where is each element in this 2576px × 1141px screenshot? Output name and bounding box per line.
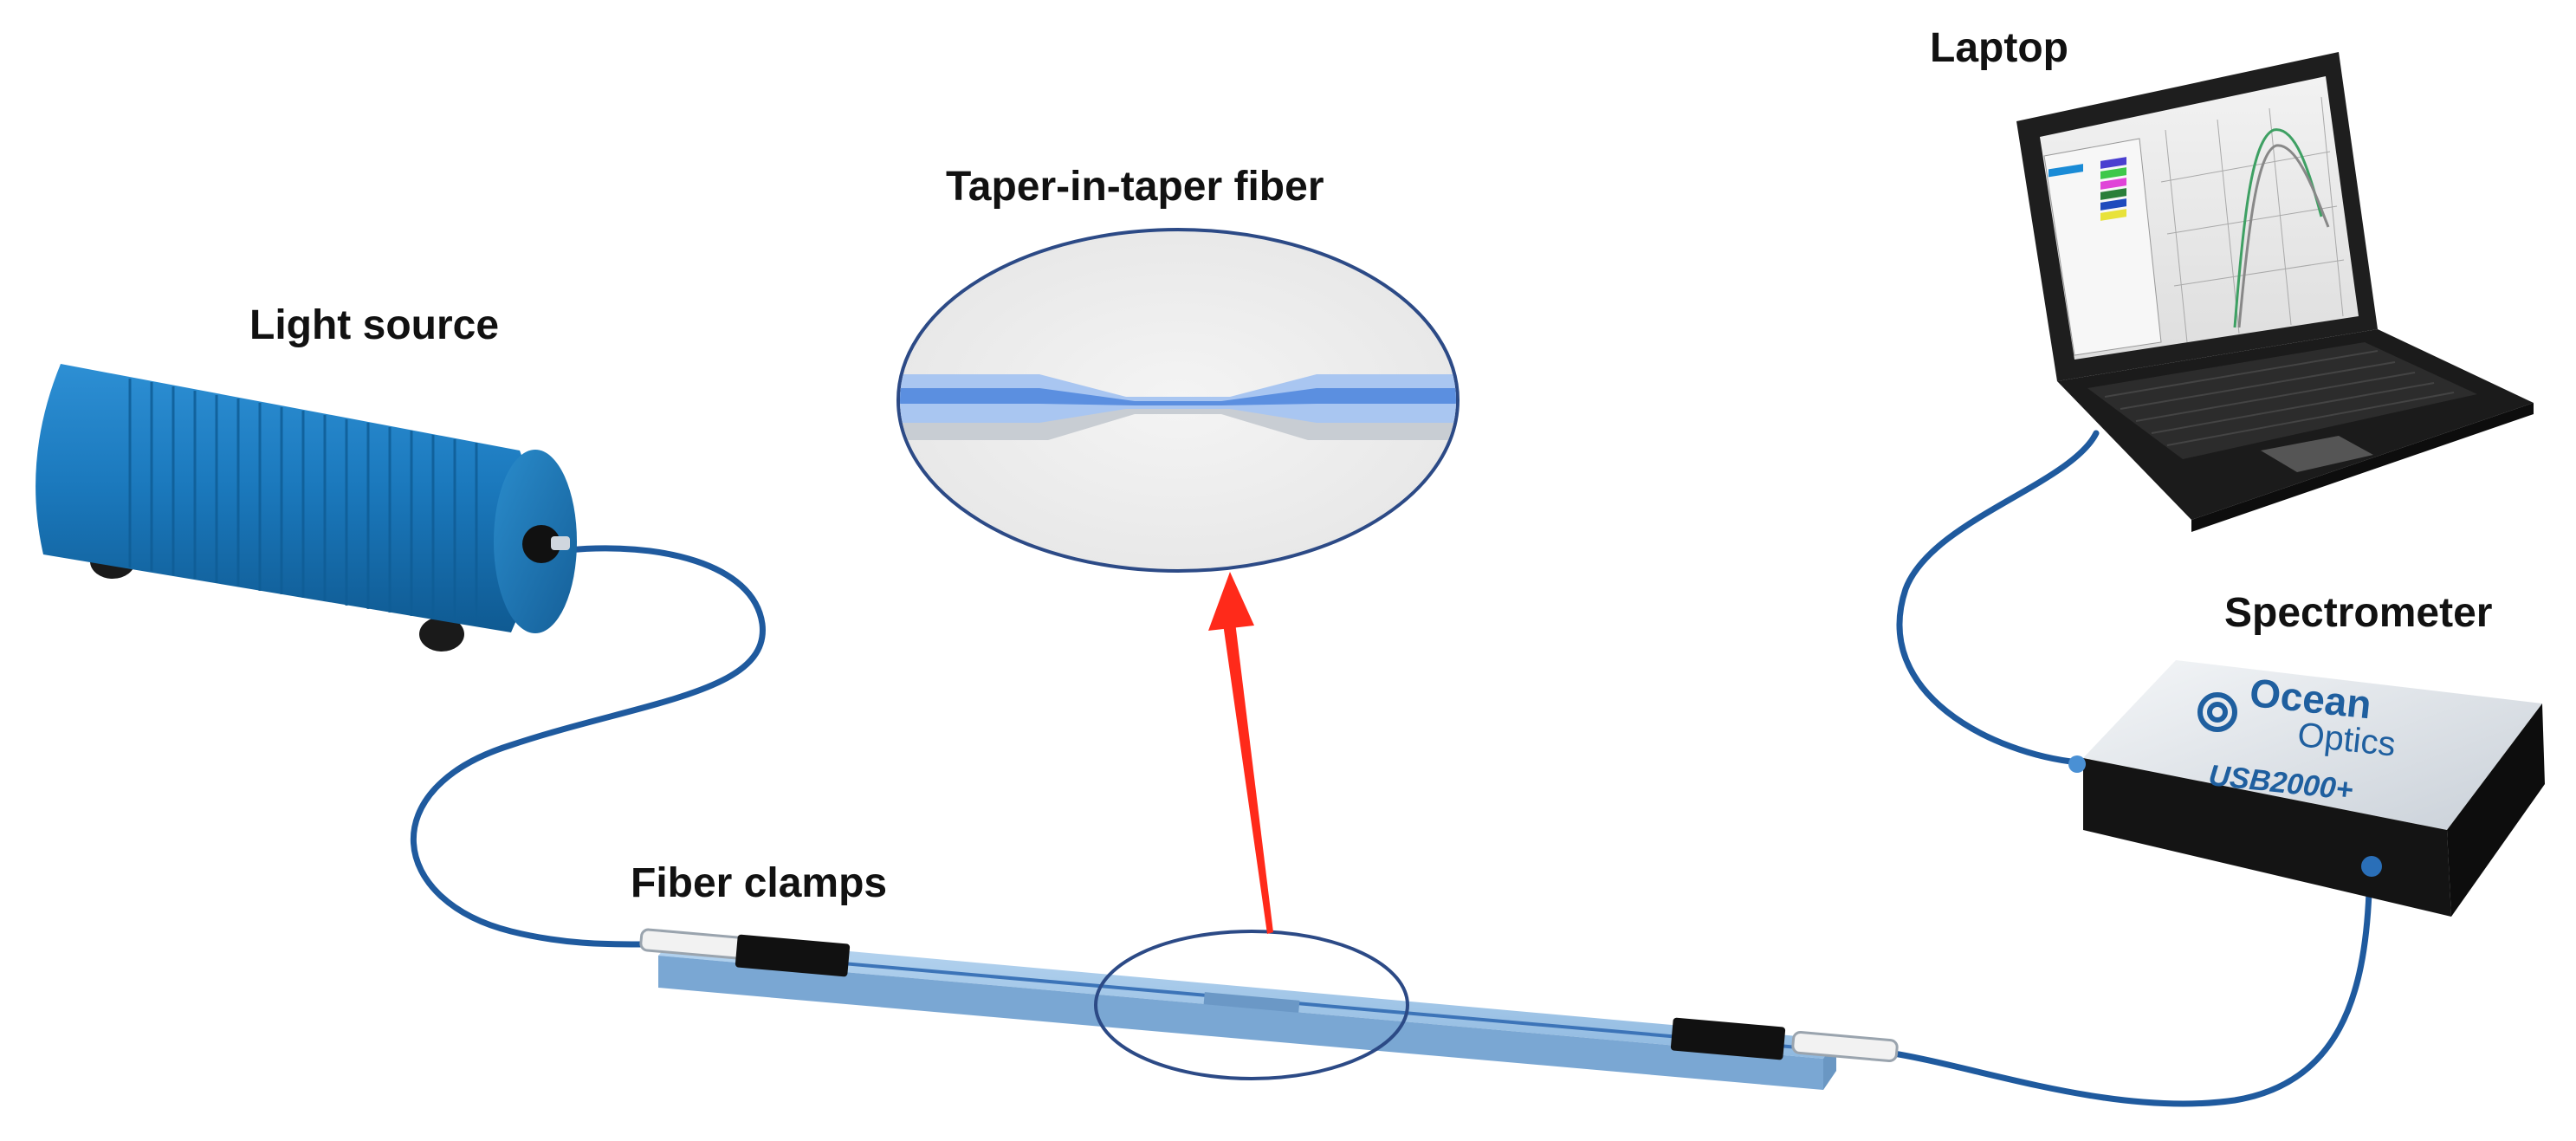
light-source-port xyxy=(551,536,570,550)
spectrometer-front-port xyxy=(2361,856,2382,877)
laptop-keyboard xyxy=(2087,342,2477,459)
spectrometer-front xyxy=(2083,758,2451,917)
right-fiber-clamp xyxy=(1670,1017,1786,1060)
stage-front-face xyxy=(658,956,1823,1090)
fiber-cable-source xyxy=(411,545,766,948)
arrow-shaft xyxy=(1223,622,1273,934)
label-fiber-clamps: Fiber clamps xyxy=(631,860,888,906)
taper-region-marker xyxy=(1203,992,1300,1013)
light-source-foot xyxy=(419,617,464,652)
translation-stage xyxy=(658,936,1836,1090)
light-source-connector xyxy=(522,525,560,563)
ocean-optics-logo xyxy=(2197,692,2237,732)
zoom-arrow xyxy=(1208,572,1273,934)
spectrometer-top xyxy=(2083,660,2542,830)
spectrometer-side xyxy=(2447,703,2545,917)
spectrometer-side-port xyxy=(2068,755,2086,773)
arrow-head xyxy=(1208,572,1254,631)
light-source-device xyxy=(36,364,577,652)
taper-fiber-inset xyxy=(896,228,1460,573)
light-source-body xyxy=(36,364,535,632)
spectrometer-device xyxy=(2068,660,2545,917)
laptop-keys xyxy=(2104,350,2455,446)
fiber-cable-laptop xyxy=(1896,430,2100,766)
left-fiber-clamp xyxy=(735,934,851,977)
label-taper-in-taper-fiber: Taper-in-taper fiber xyxy=(946,164,1324,210)
zoom-region-circle xyxy=(1094,930,1409,1080)
label-spectrometer: Spectrometer xyxy=(2224,590,2493,636)
laptop-touchpad xyxy=(2261,436,2373,472)
software-color-legend xyxy=(2049,157,2126,221)
spectrometer-brand: Ocean Optics xyxy=(2244,670,2401,764)
fiber-cable-spectrometer xyxy=(1885,889,2372,1107)
fiber-cables xyxy=(411,430,2372,1107)
spectrum-curve-gray xyxy=(2237,144,2330,328)
spectrum-curve-green xyxy=(2233,128,2323,328)
label-light-source: Light source xyxy=(249,302,500,348)
label-laptop: Laptop xyxy=(1930,25,2068,71)
taper-fiber-outer xyxy=(900,374,1456,423)
taper-fiber-core xyxy=(900,388,1456,405)
light-source-ribs xyxy=(128,379,478,626)
right-fiber-connector xyxy=(1791,1030,1899,1063)
laptop-device xyxy=(2016,52,2534,532)
software-side-panel xyxy=(2043,138,2162,356)
laptop-base-edge xyxy=(2191,403,2534,532)
fiber-clamps xyxy=(639,928,1899,1063)
